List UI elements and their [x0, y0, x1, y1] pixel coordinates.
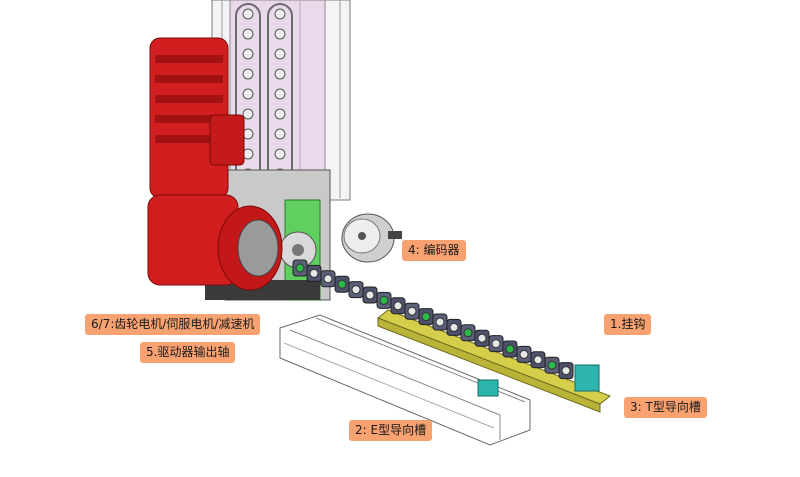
label-encoder: 4: 编码器	[402, 240, 466, 261]
chain-pin	[242, 8, 254, 20]
chain-roller	[365, 290, 375, 300]
chain-pin	[274, 68, 286, 80]
chain-roller	[323, 274, 333, 284]
chain-pin	[274, 8, 286, 20]
horizontal-chain	[292, 259, 574, 380]
chain-pin	[242, 48, 254, 60]
chain-roller	[337, 279, 347, 289]
chain-roller	[477, 333, 487, 343]
chain-roller	[547, 360, 557, 370]
chain-pin	[274, 48, 286, 60]
hook-rail	[377, 309, 611, 413]
chain-roller	[421, 312, 431, 322]
chain-pin	[242, 108, 254, 120]
chain-pin	[274, 88, 286, 100]
chain-pin	[242, 88, 254, 100]
chain-roller	[533, 355, 543, 365]
chain-pin	[242, 28, 254, 40]
chain-roller	[309, 268, 319, 278]
encoder	[341, 213, 402, 263]
chain-pin	[242, 68, 254, 80]
chain-roller	[519, 349, 529, 359]
label-hook: 1.挂钩	[604, 314, 652, 335]
label-e-guide: 2: E型导向槽	[349, 420, 433, 441]
chain-roller	[351, 285, 361, 295]
chain-roller	[407, 306, 417, 316]
chain-roller	[393, 301, 403, 311]
chain-roller	[435, 317, 445, 327]
vertical-chain-pins	[242, 8, 286, 180]
chain-roller	[491, 339, 501, 349]
chain-roller	[449, 322, 459, 332]
label-motor: 6/7:齿轮电机/伺服电机/减速机	[85, 314, 261, 335]
chain-pin	[274, 148, 286, 160]
chain-roller	[561, 366, 571, 376]
e-guide-channel	[279, 314, 531, 446]
chain-roller	[295, 263, 305, 273]
chain-roller	[379, 295, 389, 305]
chain-roller	[463, 328, 473, 338]
chain-pin	[274, 108, 286, 120]
gear-motor	[147, 37, 283, 291]
label-t-guide: 3: T型导向槽	[624, 397, 707, 418]
chain-pin	[274, 28, 286, 40]
chain-pin	[274, 128, 286, 140]
label-drive-shaft: 5.驱动器输出轴	[140, 342, 236, 363]
chain-roller	[505, 344, 515, 354]
